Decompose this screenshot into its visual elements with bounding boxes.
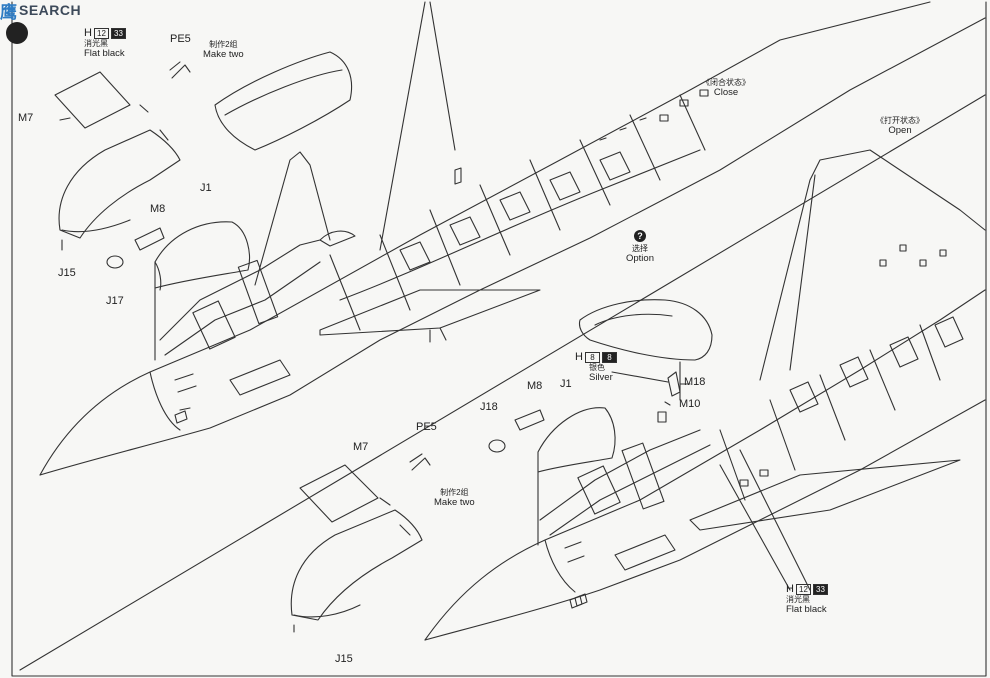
watermark-logo: 鹰 — [0, 2, 17, 23]
step-number-badge — [6, 22, 28, 44]
parts-top-group — [54, 51, 353, 361]
paint-num: 12 — [93, 28, 109, 39]
part-m18-bottom — [667, 371, 681, 397]
paint-name-cn: 消光黑 — [84, 39, 108, 48]
paint-code-silver: H 8 8 银色 Silver — [575, 352, 617, 383]
label-j15-bottom: J15 — [335, 653, 353, 665]
note-close-cn: 《闭合状态》 — [702, 78, 750, 87]
paint-num-dark: 33 — [110, 28, 126, 39]
part-m8-top — [134, 227, 165, 251]
note-close: 《闭合状态》 Close — [702, 78, 750, 98]
label-j17-top: J17 — [106, 295, 124, 307]
note-cn: 制作2组 — [209, 40, 238, 49]
paint-code-flat-black-bottom: H 12 33 消光黑 Flat black — [786, 584, 828, 615]
question-mark-icon: ? — [634, 230, 646, 242]
note-open: 《打开状态》 Open — [876, 116, 924, 136]
label-j1-bottom: J1 — [560, 378, 572, 390]
label-m7-bottom: M7 — [353, 441, 369, 453]
divider-line — [19, 94, 986, 671]
note-close-en: Close — [713, 87, 739, 98]
canopy-j1-top — [154, 221, 250, 289]
part-pe5-top — [169, 61, 191, 79]
part-m8-bottom — [514, 409, 545, 431]
part-pe5-bottom — [409, 453, 431, 471]
frame-j15-bottom — [290, 509, 423, 621]
paint-letter: H — [84, 27, 92, 39]
panel-m7-bottom — [299, 464, 379, 523]
label-m7-top: M7 — [18, 112, 34, 124]
note-en: Make two — [434, 497, 475, 508]
paint-num: 12 — [795, 584, 811, 595]
canopy-j1-bottom — [537, 407, 616, 473]
note-option-cn: 选择 — [632, 244, 648, 253]
paint-name-cn: 消光黑 — [786, 595, 810, 604]
paint-num-dark: 33 — [812, 584, 828, 595]
paint-num: 8 — [584, 352, 600, 363]
part-j18-bottom — [488, 439, 506, 453]
label-j18-bottom: J18 — [480, 401, 498, 413]
label-j15-top: J15 — [58, 267, 76, 279]
label-m10-bottom: M10 — [679, 398, 701, 410]
panel-m7-top — [54, 71, 131, 129]
note-option: ? 选择 Option — [626, 230, 654, 264]
label-m8-bottom: M8 — [527, 380, 543, 392]
page-frame — [11, 1, 987, 677]
note-open-en: Open — [888, 125, 912, 136]
part-m10-bottom — [657, 411, 667, 423]
watermark: 鹰 SEARCH — [0, 0, 82, 23]
watermark-text: SEARCH — [19, 2, 82, 18]
canopy-open-bottom — [578, 299, 713, 361]
aircraft-bottom — [424, 149, 986, 641]
paint-letter: H — [575, 351, 583, 363]
paint-name-cn: 银色 — [589, 363, 605, 372]
note-make-two-bottom: 制作2组 Make two — [434, 488, 475, 508]
label-pe5-bottom: PE5 — [416, 421, 437, 433]
label-m8-top: M8 — [150, 203, 166, 215]
note-cn: 制作2组 — [440, 488, 469, 497]
part-j17-top — [106, 255, 124, 269]
frame-j15-top — [58, 129, 181, 239]
aircraft-top — [39, 1, 986, 476]
paint-letter: H — [786, 583, 794, 595]
note-en: Make two — [203, 49, 244, 60]
label-j1-top: J1 — [200, 182, 212, 194]
label-m18-bottom: M18 — [684, 376, 706, 388]
note-make-two-top: 制作2组 Make two — [203, 40, 244, 60]
canopy-large-top — [214, 51, 353, 151]
paint-name-en: Silver — [589, 372, 613, 383]
paint-name-en: Flat black — [786, 604, 827, 615]
paint-code-flat-black-top: H 12 33 消光黑 Flat black — [84, 28, 126, 59]
note-option-en: Option — [626, 253, 654, 264]
paint-num-dark: 8 — [601, 352, 617, 363]
note-open-cn: 《打开状态》 — [876, 116, 924, 125]
label-pe5-top: PE5 — [170, 33, 191, 45]
parts-bottom-group — [290, 299, 811, 633]
paint-name-en: Flat black — [84, 48, 125, 59]
